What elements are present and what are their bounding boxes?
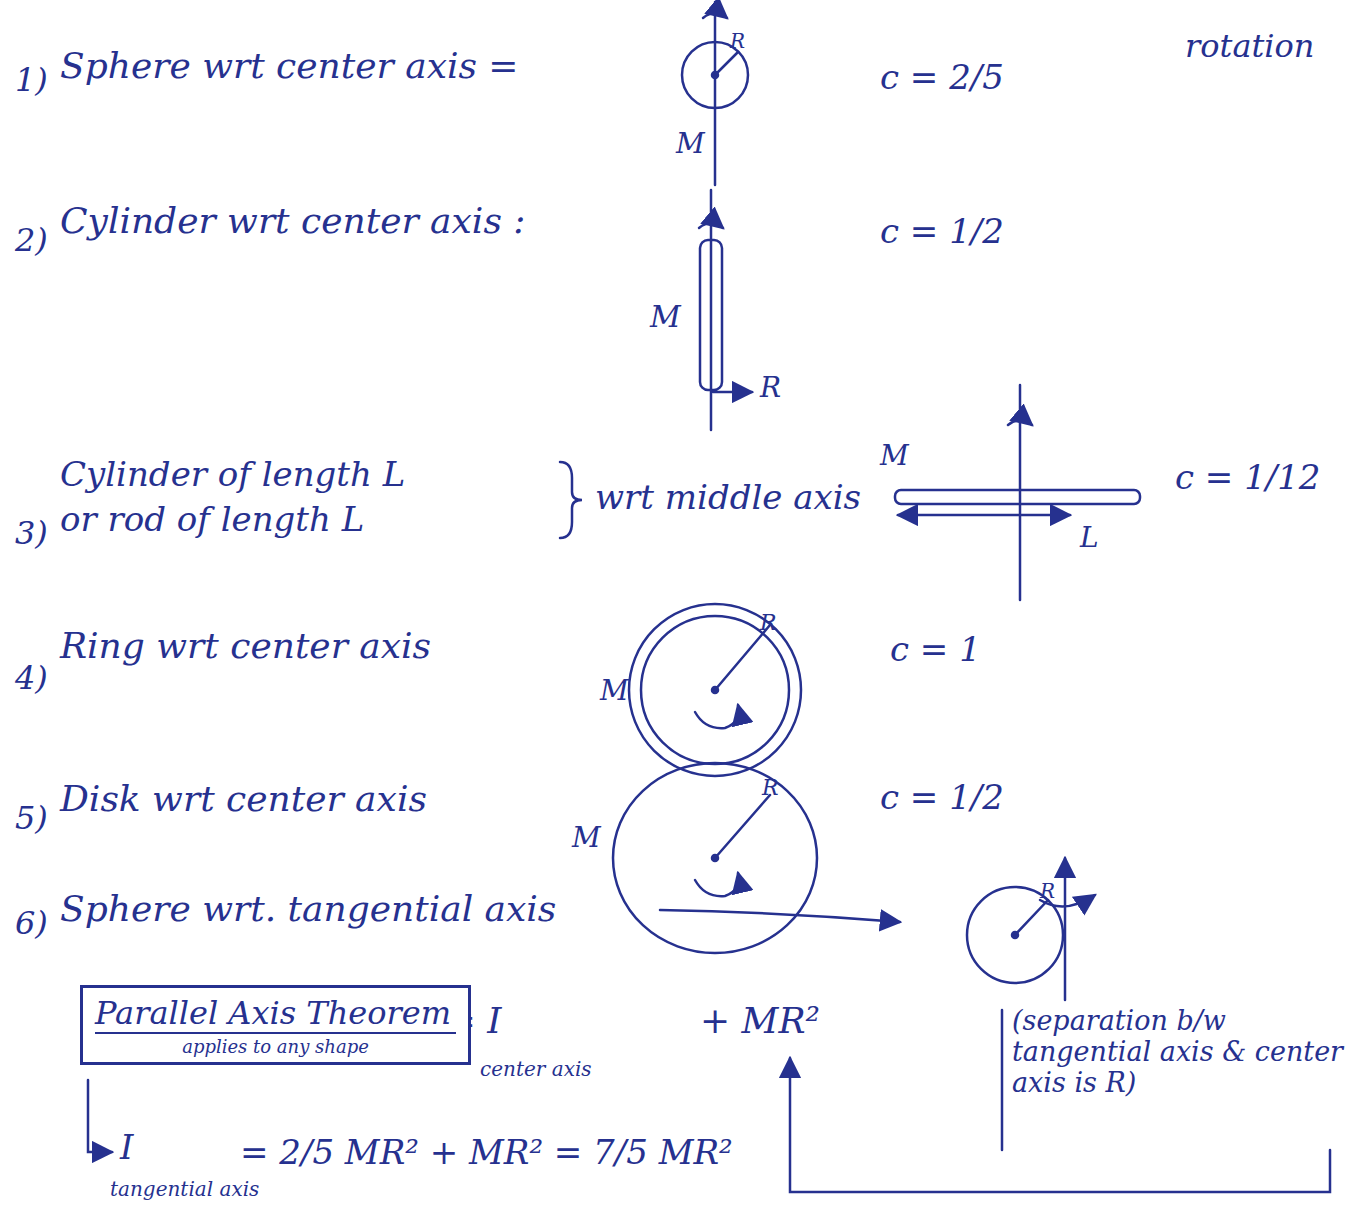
note-text: Sphere wrt center axis = <box>60 45 519 86</box>
note-text: M <box>676 128 705 160</box>
note-text: M <box>600 675 629 707</box>
note-text: c = 1/12 <box>1175 458 1321 497</box>
note-text: R <box>760 372 781 404</box>
note-text: M <box>650 300 681 335</box>
note-text: center axis <box>480 1058 592 1081</box>
note-text: Cylinder of length L <box>60 455 405 494</box>
note-text: wrt middle axis <box>595 478 861 517</box>
note-text: c = 2/5 <box>880 58 1004 97</box>
note-text: 6) <box>15 905 48 942</box>
note-text: I <box>120 1128 133 1167</box>
note-text: 1) <box>15 62 48 99</box>
note-text: 5) <box>15 800 48 837</box>
note-text: c = 1/2 <box>880 778 1004 817</box>
note-text: R <box>1040 880 1055 903</box>
note-text: rotation <box>1185 28 1314 65</box>
note-text: c = 1/2 <box>880 212 1004 251</box>
theorem-title: Parallel Axis Theorem <box>95 994 456 1032</box>
theorem-note: applies to any shape <box>95 1032 456 1058</box>
note-text: + MR² <box>700 1000 820 1041</box>
note-text: M <box>572 822 601 854</box>
note-text: R <box>730 30 745 53</box>
note-text: c = 1 <box>890 630 981 669</box>
theorem-box: Parallel Axis Theoremapplies to any shap… <box>80 985 471 1065</box>
note-text: Cylinder wrt center axis : <box>60 200 525 241</box>
note-text: = 2/5 MR² + MR² = 7/5 MR² <box>240 1133 733 1172</box>
note-text: tangential axis <box>110 1178 259 1201</box>
note-text: 4) <box>15 660 48 697</box>
note-text: 2) <box>15 222 48 259</box>
note-text: R <box>760 610 777 635</box>
note-text: (separation b/w tangential axis & center… <box>1012 1005 1352 1098</box>
note-text: 3) <box>15 515 48 552</box>
note-text: Disk wrt center axis <box>60 778 427 819</box>
note-text: L <box>1080 522 1099 554</box>
note-text: Sphere wrt. tangential axis <box>60 888 556 929</box>
note-text: Ring wrt center axis <box>60 625 431 666</box>
note-text: or rod of length L <box>60 500 364 539</box>
note-text: M <box>880 440 909 472</box>
note-text: R <box>762 775 779 800</box>
